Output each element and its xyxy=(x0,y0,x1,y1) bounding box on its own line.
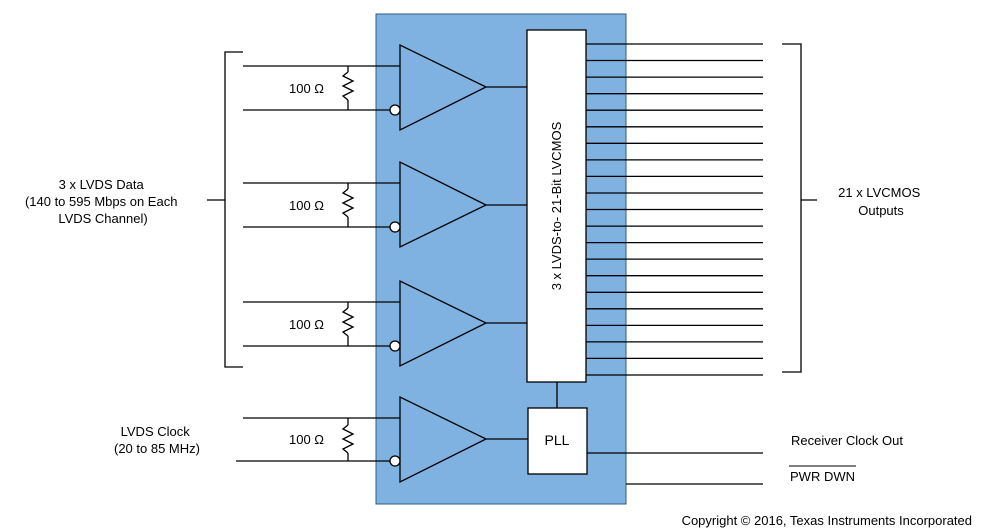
resistor-4 xyxy=(341,424,355,454)
lvds-receiver-3: 100 Ω xyxy=(243,279,527,368)
resistor-2 xyxy=(341,188,355,218)
converter-label: 3 x LVDS-to- 21-Bit LVCMOS xyxy=(549,121,564,290)
copyright-text: Copyright © 2016, Texas Instruments Inco… xyxy=(682,513,972,528)
pwr-dwn-label: PWR DWN xyxy=(790,469,855,484)
inverting-bubble-2 xyxy=(389,221,401,233)
buffer-triangle-2 xyxy=(399,160,488,249)
lvds-receiver-2: 100 Ω xyxy=(243,160,527,249)
inverting-bubble-1 xyxy=(389,104,401,116)
pll-label: PLL xyxy=(545,432,570,448)
buffer-triangle-1 xyxy=(399,43,488,132)
buffer-triangle-3 xyxy=(399,279,488,368)
resistor-3 xyxy=(341,307,355,337)
clock-group-label: LVDS Clock (20 to 85 MHz) xyxy=(114,424,200,456)
data-group-label: 3 x LVDS Data (140 to 595 Mbps on Each L… xyxy=(25,177,181,226)
output-lines xyxy=(586,43,763,376)
inverting-bubble-clock xyxy=(389,455,401,467)
buffer-triangle-clock xyxy=(399,395,488,484)
resistor-label-2: 100 Ω xyxy=(289,198,324,213)
outputs-label: 21 x LVCMOS Outputs xyxy=(838,185,924,218)
lvds-receiver-1: 100 Ω xyxy=(243,43,527,132)
lvds-clock-receiver: 100 Ω xyxy=(236,395,528,484)
pll-block xyxy=(527,407,588,475)
inverting-bubble-3 xyxy=(389,340,401,352)
resistor-label-4: 100 Ω xyxy=(289,432,324,447)
converter-block xyxy=(526,29,587,383)
resistor-label-1: 100 Ω xyxy=(289,81,324,96)
resistor-1 xyxy=(341,71,355,101)
resistor-label-3: 100 Ω xyxy=(289,317,324,332)
data-input-bracket xyxy=(207,51,243,368)
output-bracket xyxy=(782,43,817,373)
receiver-clock-out-label: Receiver Clock Out xyxy=(791,433,903,448)
